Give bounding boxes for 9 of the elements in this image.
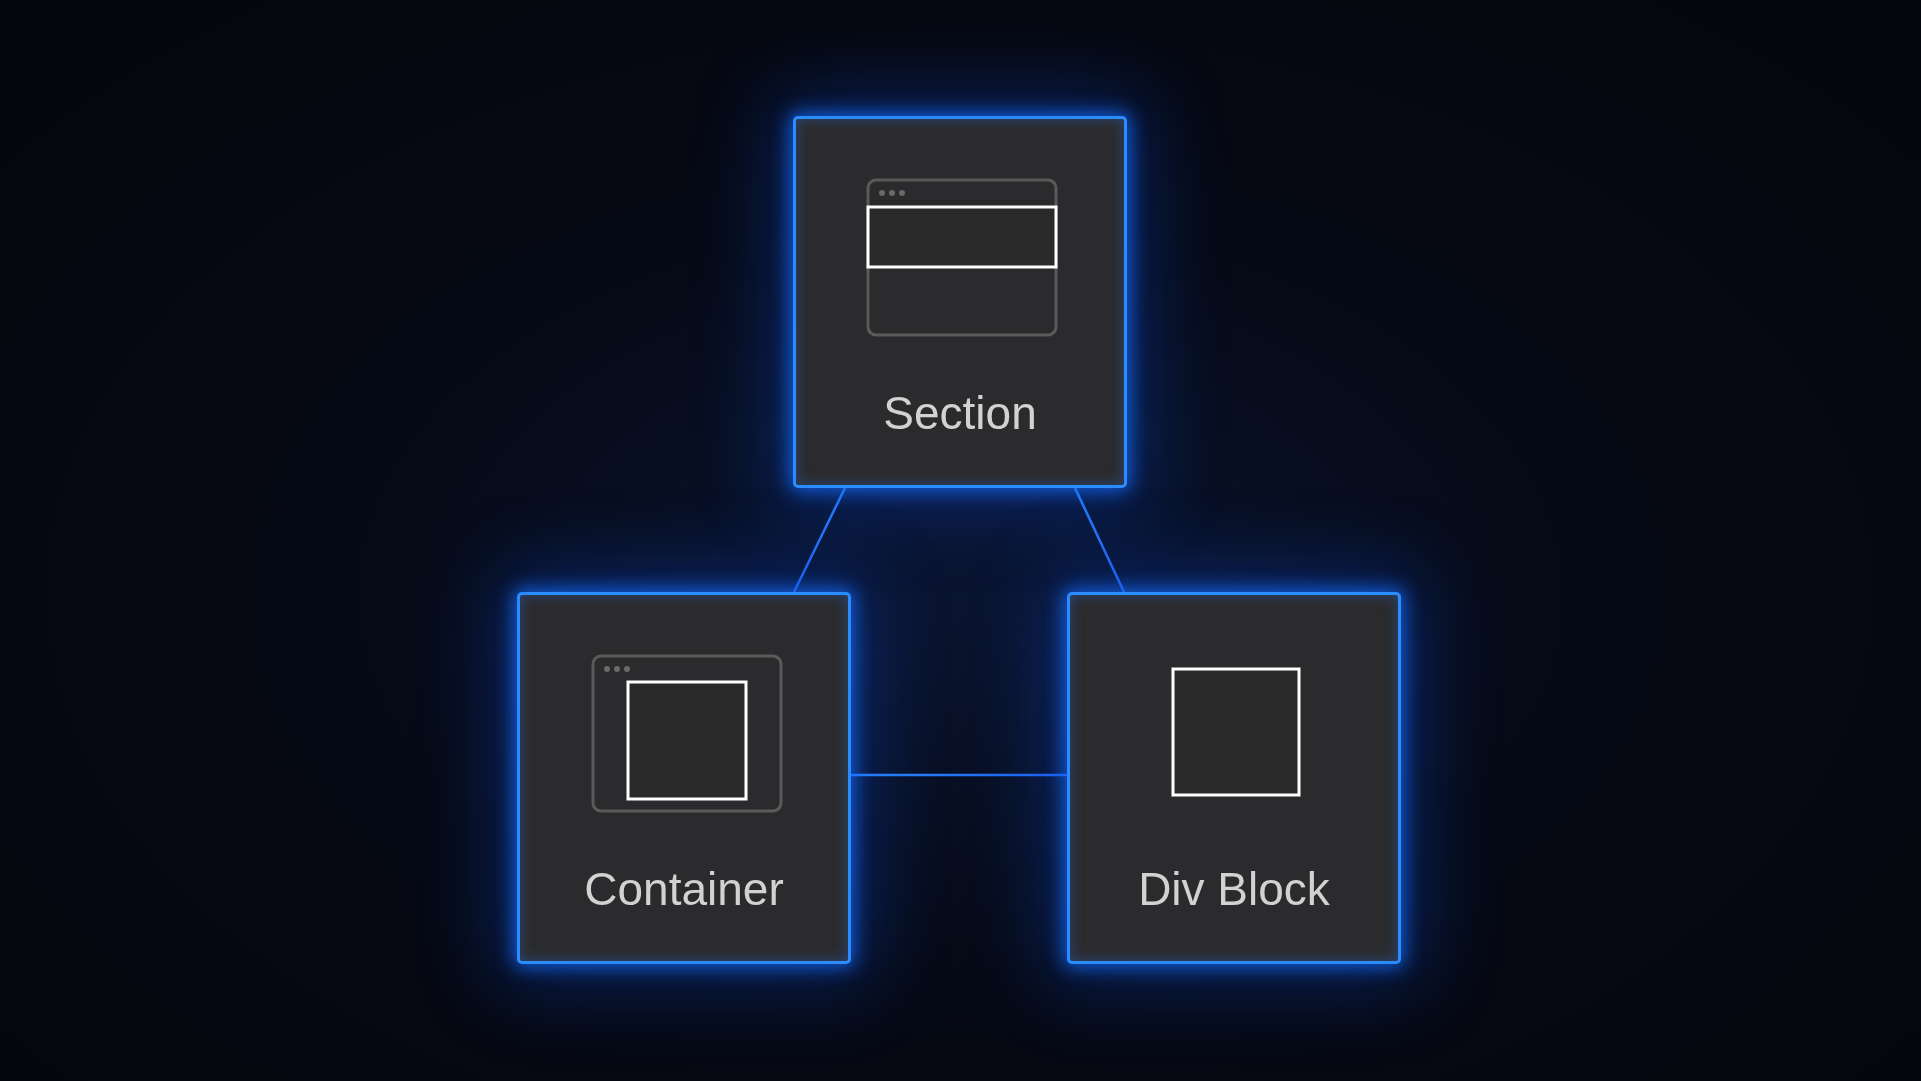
card-label: Div Block — [1137, 862, 1331, 917]
connector-line — [851, 773, 1067, 777]
component-card — [517, 592, 851, 964]
component-card — [793, 116, 1127, 488]
connector-line — [1073, 487, 1126, 593]
card-label: Section — [882, 386, 1038, 441]
component-card — [1067, 592, 1401, 964]
card-label: Container — [583, 862, 785, 917]
connector-line — [792, 487, 847, 593]
